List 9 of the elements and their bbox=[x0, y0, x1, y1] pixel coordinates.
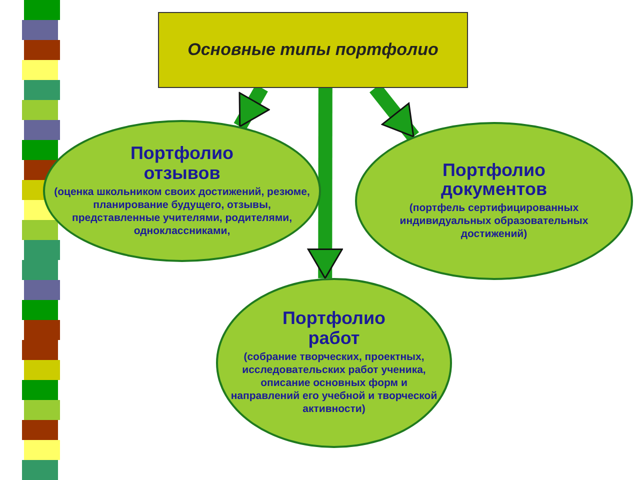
title-text: Основные типы портфолио bbox=[188, 40, 438, 60]
ellipse-heading: Портфолио отзывов bbox=[129, 144, 235, 184]
title-box bbox=[158, 12, 468, 88]
block-arrow bbox=[307, 88, 343, 279]
ellipse-heading: Портфолио документов bbox=[440, 160, 548, 200]
ellipse-description: (оценка школьником своих достижений, резюме, планирование будущего, отзывы, представленные учителями, родителями, одноклассниками, bbox=[53, 186, 311, 238]
ellipse-heading: Портфолио работ bbox=[281, 309, 387, 349]
ellipse-description: (собрание творческих, проектных, исследовательских работ ученика, описание основных форм и направлений его учебной и творческой активности) bbox=[230, 350, 438, 417]
ellipse-description: (портфель сертифицированных индивидуальных образовательных достижений) bbox=[398, 202, 590, 242]
